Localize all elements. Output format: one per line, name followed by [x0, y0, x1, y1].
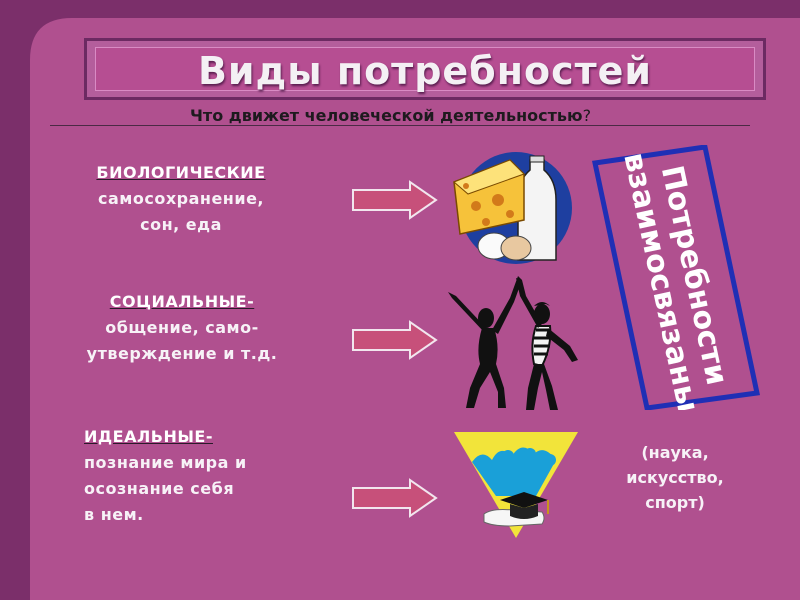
category-heading: СОЦИАЛЬНЫЕ- [109, 292, 255, 311]
category-line: познание мира и [84, 453, 247, 472]
side-box-frame [592, 145, 760, 410]
people-icon [448, 276, 578, 410]
category-line: утверждение и т.д. [86, 344, 278, 363]
category-heading: БИОЛОГИЧЕСКИЕ [96, 163, 266, 182]
category-biological: БИОЛОГИЧЕСКИЕ самосохранение, сон, еда [66, 160, 296, 238]
subtitle-mark: ? [582, 106, 592, 125]
graduation-icon [454, 432, 578, 538]
category-ideal: ИДЕАЛЬНЫЕ- познание мира и осознание себ… [84, 424, 304, 528]
examples-line: (наука, [641, 443, 709, 462]
category-line: общение, само- [105, 318, 259, 337]
title-inner-frame [95, 47, 755, 91]
side-box: Потребности взаимосвязаны [616, 149, 734, 410]
category-line: в нем. [84, 505, 144, 524]
category-social: СОЦИАЛЬНЫЕ- общение, само- утверждение и… [62, 289, 302, 367]
examples-line: спорт) [645, 493, 705, 512]
subtitle: Что движет человеческой деятельностью? [190, 106, 591, 125]
page-title: Виды потребностей [197, 49, 653, 93]
category-line: самосохранение, [98, 189, 264, 208]
examples-line: искусство, [626, 468, 724, 487]
title-box: Виды потребностей [84, 38, 766, 100]
subtitle-text: Что движет человеческой деятельностью [190, 106, 583, 125]
category-line: сон, еда [140, 215, 222, 234]
category-line: осознание себя [84, 479, 235, 498]
food-icon [453, 152, 572, 264]
subtitle-divider [50, 125, 750, 126]
category-heading: ИДЕАЛЬНЫЕ- [84, 427, 213, 446]
arrow-right-icon [352, 180, 438, 220]
arrow-right-icon [352, 320, 438, 360]
arrow-right-icon [352, 478, 438, 518]
examples-text: (наука, искусство, спорт) [600, 440, 750, 515]
